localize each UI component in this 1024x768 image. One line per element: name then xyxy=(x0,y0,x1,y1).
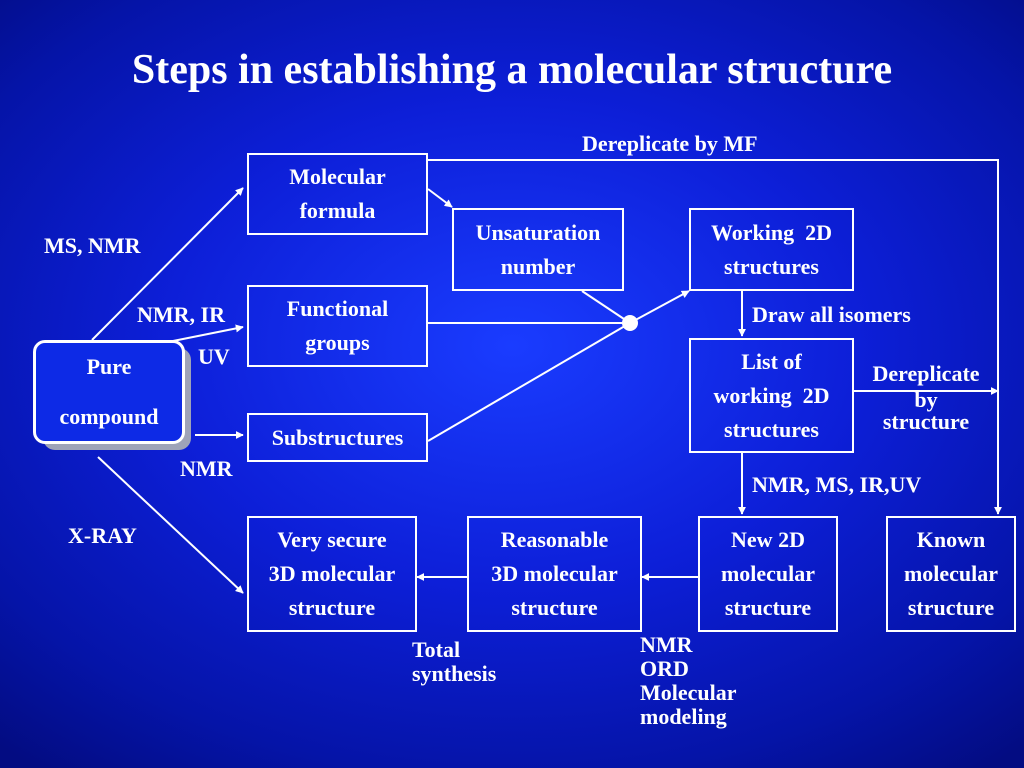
molecular-formula-box: Molecular formula xyxy=(247,153,428,235)
label-total-synthesis: Total synthesis xyxy=(412,638,496,686)
arrow-to-molecular-formula xyxy=(91,187,244,341)
label-nmr-ord-modeling: NMR ORD Molecular modeling xyxy=(640,633,737,729)
label-draw-all-isomers: Draw all isomers xyxy=(752,302,911,327)
box-line: working 2D xyxy=(713,382,830,408)
line-substructures-to-node xyxy=(427,322,631,442)
box-line: structure xyxy=(724,595,812,620)
arrow-mf-to-unsaturation xyxy=(427,188,453,208)
box-line: 3D molecular xyxy=(491,561,618,586)
label-line: Dereplicate xyxy=(872,361,980,386)
line-unsaturation-to-node xyxy=(581,290,631,324)
arrow-to-functional-groups xyxy=(167,324,244,343)
label-line: NMR xyxy=(640,632,693,657)
box-line: structures xyxy=(724,253,819,279)
reasonable-3d-box: Reasonable 3D molecular structure xyxy=(467,516,642,632)
box-line: Reasonable xyxy=(500,527,609,552)
label-nmr-ms-ir-uv: NMR, MS, IR,UV xyxy=(752,472,922,497)
box-line: structure xyxy=(907,595,995,620)
label-uv: UV xyxy=(198,344,230,369)
list-of-working-2d-box: List of working 2D structures xyxy=(689,338,854,453)
label-line: structure xyxy=(882,409,970,434)
junction-node xyxy=(622,315,638,331)
unsaturation-number-box: Unsaturation number xyxy=(452,208,624,291)
label-line: Molecular xyxy=(640,680,737,705)
substructures-box: Substructures xyxy=(247,413,428,462)
box-line: Molecular xyxy=(289,164,386,189)
label-dereplicate-by-structure: Dereplicate by structure xyxy=(856,362,996,434)
new-2d-molecular-box: New 2D molecular structure xyxy=(698,516,838,632)
label-line: modeling xyxy=(640,704,727,729)
box-line: structures xyxy=(724,416,819,442)
box-line: structure xyxy=(288,595,376,620)
label-line: Total xyxy=(412,637,461,662)
box-line: Working 2D xyxy=(710,219,833,245)
label-line: by xyxy=(914,387,938,412)
page-title: Steps in establishing a molecular struct… xyxy=(131,47,893,93)
box-line: molecular xyxy=(903,561,999,586)
box-line: Substructures xyxy=(271,424,404,450)
arrow-dereplicate-mf xyxy=(428,159,1002,515)
box-line: Functional xyxy=(286,296,389,321)
label-x-ray: X-RAY xyxy=(68,523,137,548)
label-line: ORD xyxy=(640,656,689,681)
box-line: structure xyxy=(511,595,598,620)
label-nmr-ir: NMR, IR xyxy=(137,302,225,327)
box-line: molecular xyxy=(720,561,816,586)
very-secure-3d-box: Very secure 3D molecular structure xyxy=(247,516,417,632)
arrow-to-very-secure xyxy=(97,456,244,594)
box-line: compound xyxy=(59,404,159,429)
box-line: groups xyxy=(305,330,370,355)
box-line: 3D molecular xyxy=(268,561,396,586)
label-nmr: NMR xyxy=(180,456,233,481)
pure-compound-box: Pure compound xyxy=(33,340,185,444)
label-ms-nmr: MS, NMR xyxy=(44,233,141,258)
box-line: Pure xyxy=(86,354,132,379)
arrow-node-to-working-2d xyxy=(629,290,690,324)
known-molecular-box: Known molecular structure xyxy=(886,516,1016,632)
box-line: formula xyxy=(299,198,376,223)
box-line: List of xyxy=(741,348,802,374)
functional-groups-box: Functional groups xyxy=(247,285,428,367)
working-2d-structures-box: Working 2D structures xyxy=(689,208,854,291)
box-line: number xyxy=(500,253,576,279)
box-line: Very secure xyxy=(277,527,387,552)
box-line: New 2D xyxy=(731,527,805,552)
box-line: Unsaturation xyxy=(475,219,601,245)
box-line: Known xyxy=(916,527,986,552)
label-dereplicate-mf: Dereplicate by MF xyxy=(582,131,758,156)
label-line: synthesis xyxy=(412,661,497,686)
